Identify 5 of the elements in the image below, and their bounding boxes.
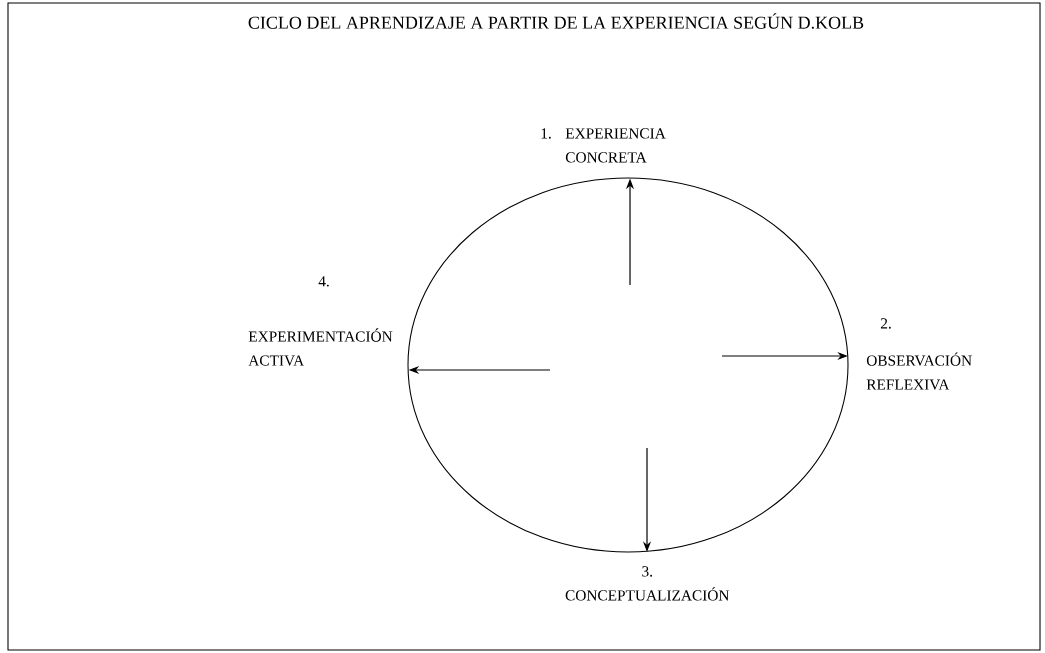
stage-label: 4. EXPERIMENTACIÓN ACTIVA (248, 276, 393, 366)
title: CICLO DEL APRENDIZAJE A PARTIR DE LA EXPERIENCIA SEGÚN D.KOLB (248, 13, 864, 29)
stage-label: 1. EXPERIENCIA CONCRETA (541, 128, 666, 163)
stage-label: 2. OBSERVACIÓN REFLEXIVA (866, 318, 972, 390)
stage-label: 3. CONCEPTUALIZACIÓN (565, 566, 730, 601)
